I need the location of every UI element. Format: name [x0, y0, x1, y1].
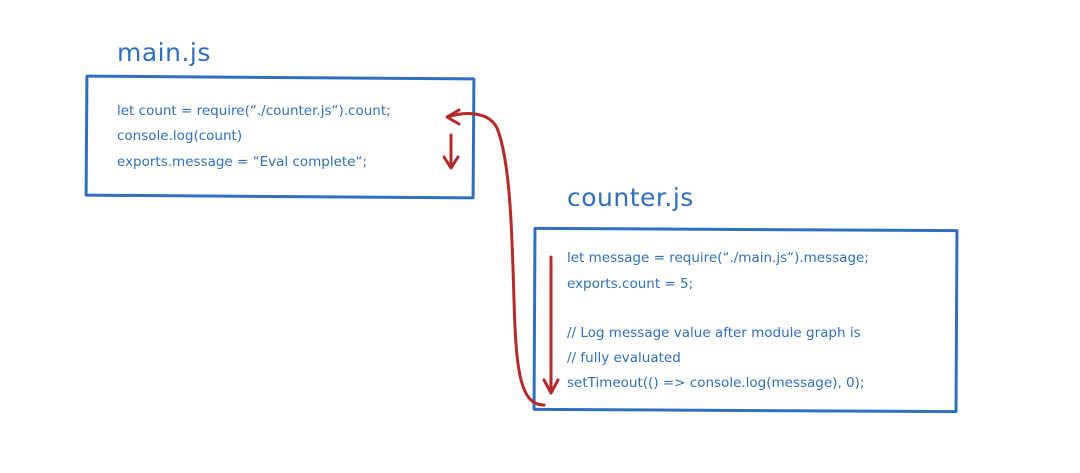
counter-js-line-2: exports.count = 5; — [567, 276, 694, 292]
counter-js-title: counter.js — [567, 183, 694, 212]
counter-js-line-5: // fully evaluated — [567, 350, 681, 366]
counter-js-line-4: // Log message value after module graph … — [567, 325, 861, 341]
main-js-line-3: exports.message = “Eval complete“; — [117, 154, 368, 170]
main-js-line-2: console.log(count) — [117, 128, 243, 144]
counter-js-line-6: setTimeout(() => console.log(message), 0… — [567, 375, 865, 391]
main-js-line-1: let count = require(“./counter.js“).coun… — [117, 103, 391, 119]
main-js-title: main.js — [117, 38, 211, 67]
counter-js-line-1: let message = require(“./main.js“).messa… — [567, 250, 869, 266]
